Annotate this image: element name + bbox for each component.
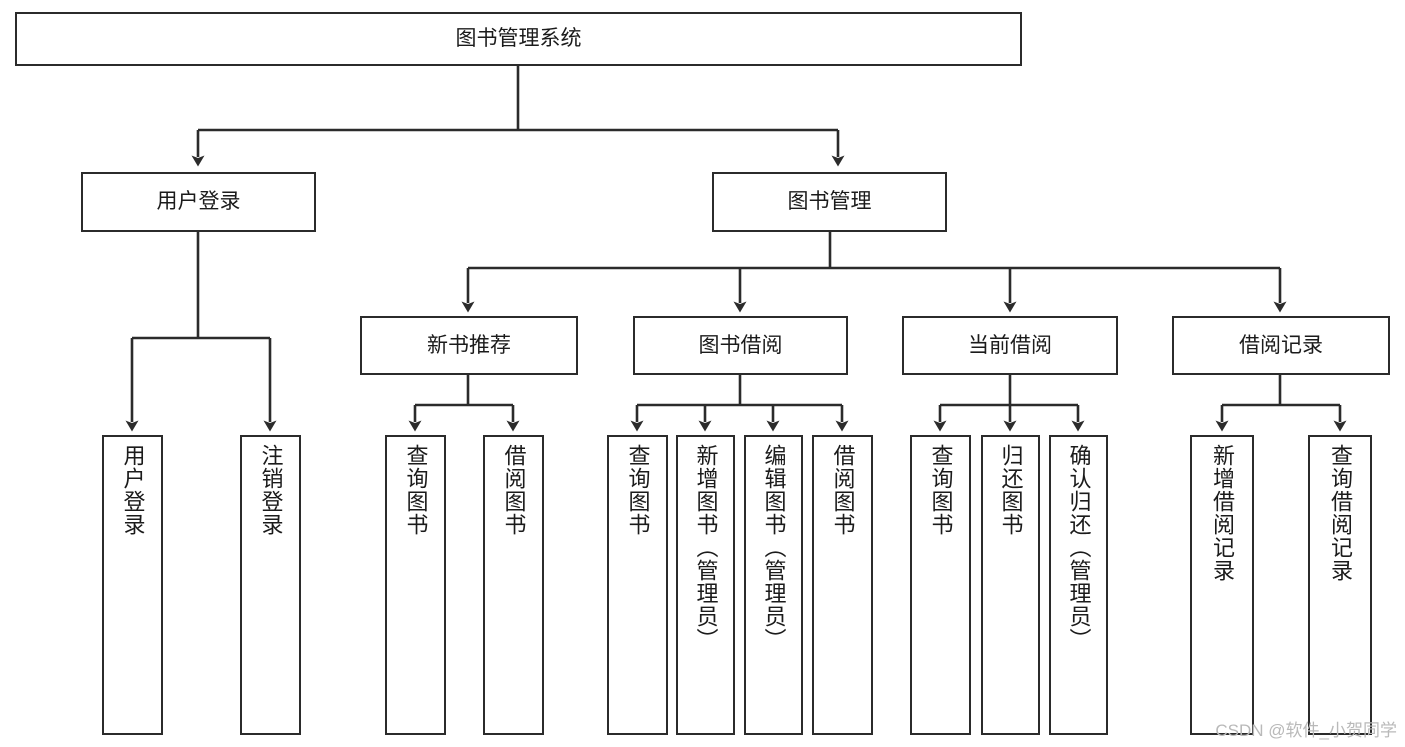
node-label: 注销登录 [258, 444, 284, 536]
node-label: 借阅记录 [1239, 333, 1323, 357]
node-label: 归还图书 [998, 444, 1024, 536]
node-label: 用户登录 [156, 190, 241, 214]
node-user-login[interactable]: 用户登录 [81, 172, 316, 232]
node-label: 查询图书 [928, 444, 954, 536]
node-label: 查询图书 [625, 444, 651, 536]
watermark-text: CSDN @软件_小贺同学 [1215, 721, 1397, 740]
node-book-management[interactable]: 图书管理 [712, 172, 947, 232]
node-label: 借阅图书 [501, 444, 527, 536]
node-label: 编辑图书（管理员） [761, 444, 787, 651]
node-label: 图书借阅 [698, 333, 783, 357]
leaf-borrow-query-book[interactable]: 查询图书 [607, 435, 668, 735]
node-label: 查询图书 [403, 444, 429, 536]
node-label: 用户登录 [120, 444, 146, 536]
node-label: 新增借阅记录 [1210, 444, 1235, 582]
node-new-book-recommend[interactable]: 新书推荐 [360, 316, 578, 375]
leaf-logout-login[interactable]: 注销登录 [240, 435, 301, 735]
node-label: 图书管理 [787, 190, 872, 214]
node-label: 查询借阅记录 [1328, 444, 1353, 582]
node-label: 新书推荐 [427, 333, 511, 357]
leaf-borrow-borrow-book[interactable]: 借阅图书 [812, 435, 873, 735]
leaf-record-add-borrow-record[interactable]: 新增借阅记录 [1190, 435, 1254, 735]
leaf-current-query-book[interactable]: 查询图书 [910, 435, 971, 735]
node-label: 当前借阅 [968, 333, 1052, 357]
node-label: 新增图书（管理员） [693, 444, 719, 651]
leaf-borrow-edit-book-admin[interactable]: 编辑图书（管理员） [744, 435, 803, 735]
node-borrow-record[interactable]: 借阅记录 [1172, 316, 1390, 375]
leaf-current-return-book[interactable]: 归还图书 [981, 435, 1040, 735]
node-label: 确认归还（管理员） [1066, 444, 1092, 651]
leaf-recommend-query-book[interactable]: 查询图书 [385, 435, 446, 735]
node-current-borrow[interactable]: 当前借阅 [902, 316, 1118, 375]
leaf-user-login[interactable]: 用户登录 [102, 435, 163, 735]
leaf-current-confirm-return-admin[interactable]: 确认归还（管理员） [1049, 435, 1108, 735]
leaf-record-query-borrow-record[interactable]: 查询借阅记录 [1308, 435, 1372, 735]
node-book-borrow[interactable]: 图书借阅 [633, 316, 848, 375]
leaf-recommend-borrow-book[interactable]: 借阅图书 [483, 435, 544, 735]
leaf-borrow-add-book-admin[interactable]: 新增图书（管理员） [676, 435, 735, 735]
node-root-system[interactable]: 图书管理系统 [15, 12, 1022, 66]
node-label: 图书管理系统 [455, 27, 582, 51]
node-label: 借阅图书 [830, 444, 856, 536]
